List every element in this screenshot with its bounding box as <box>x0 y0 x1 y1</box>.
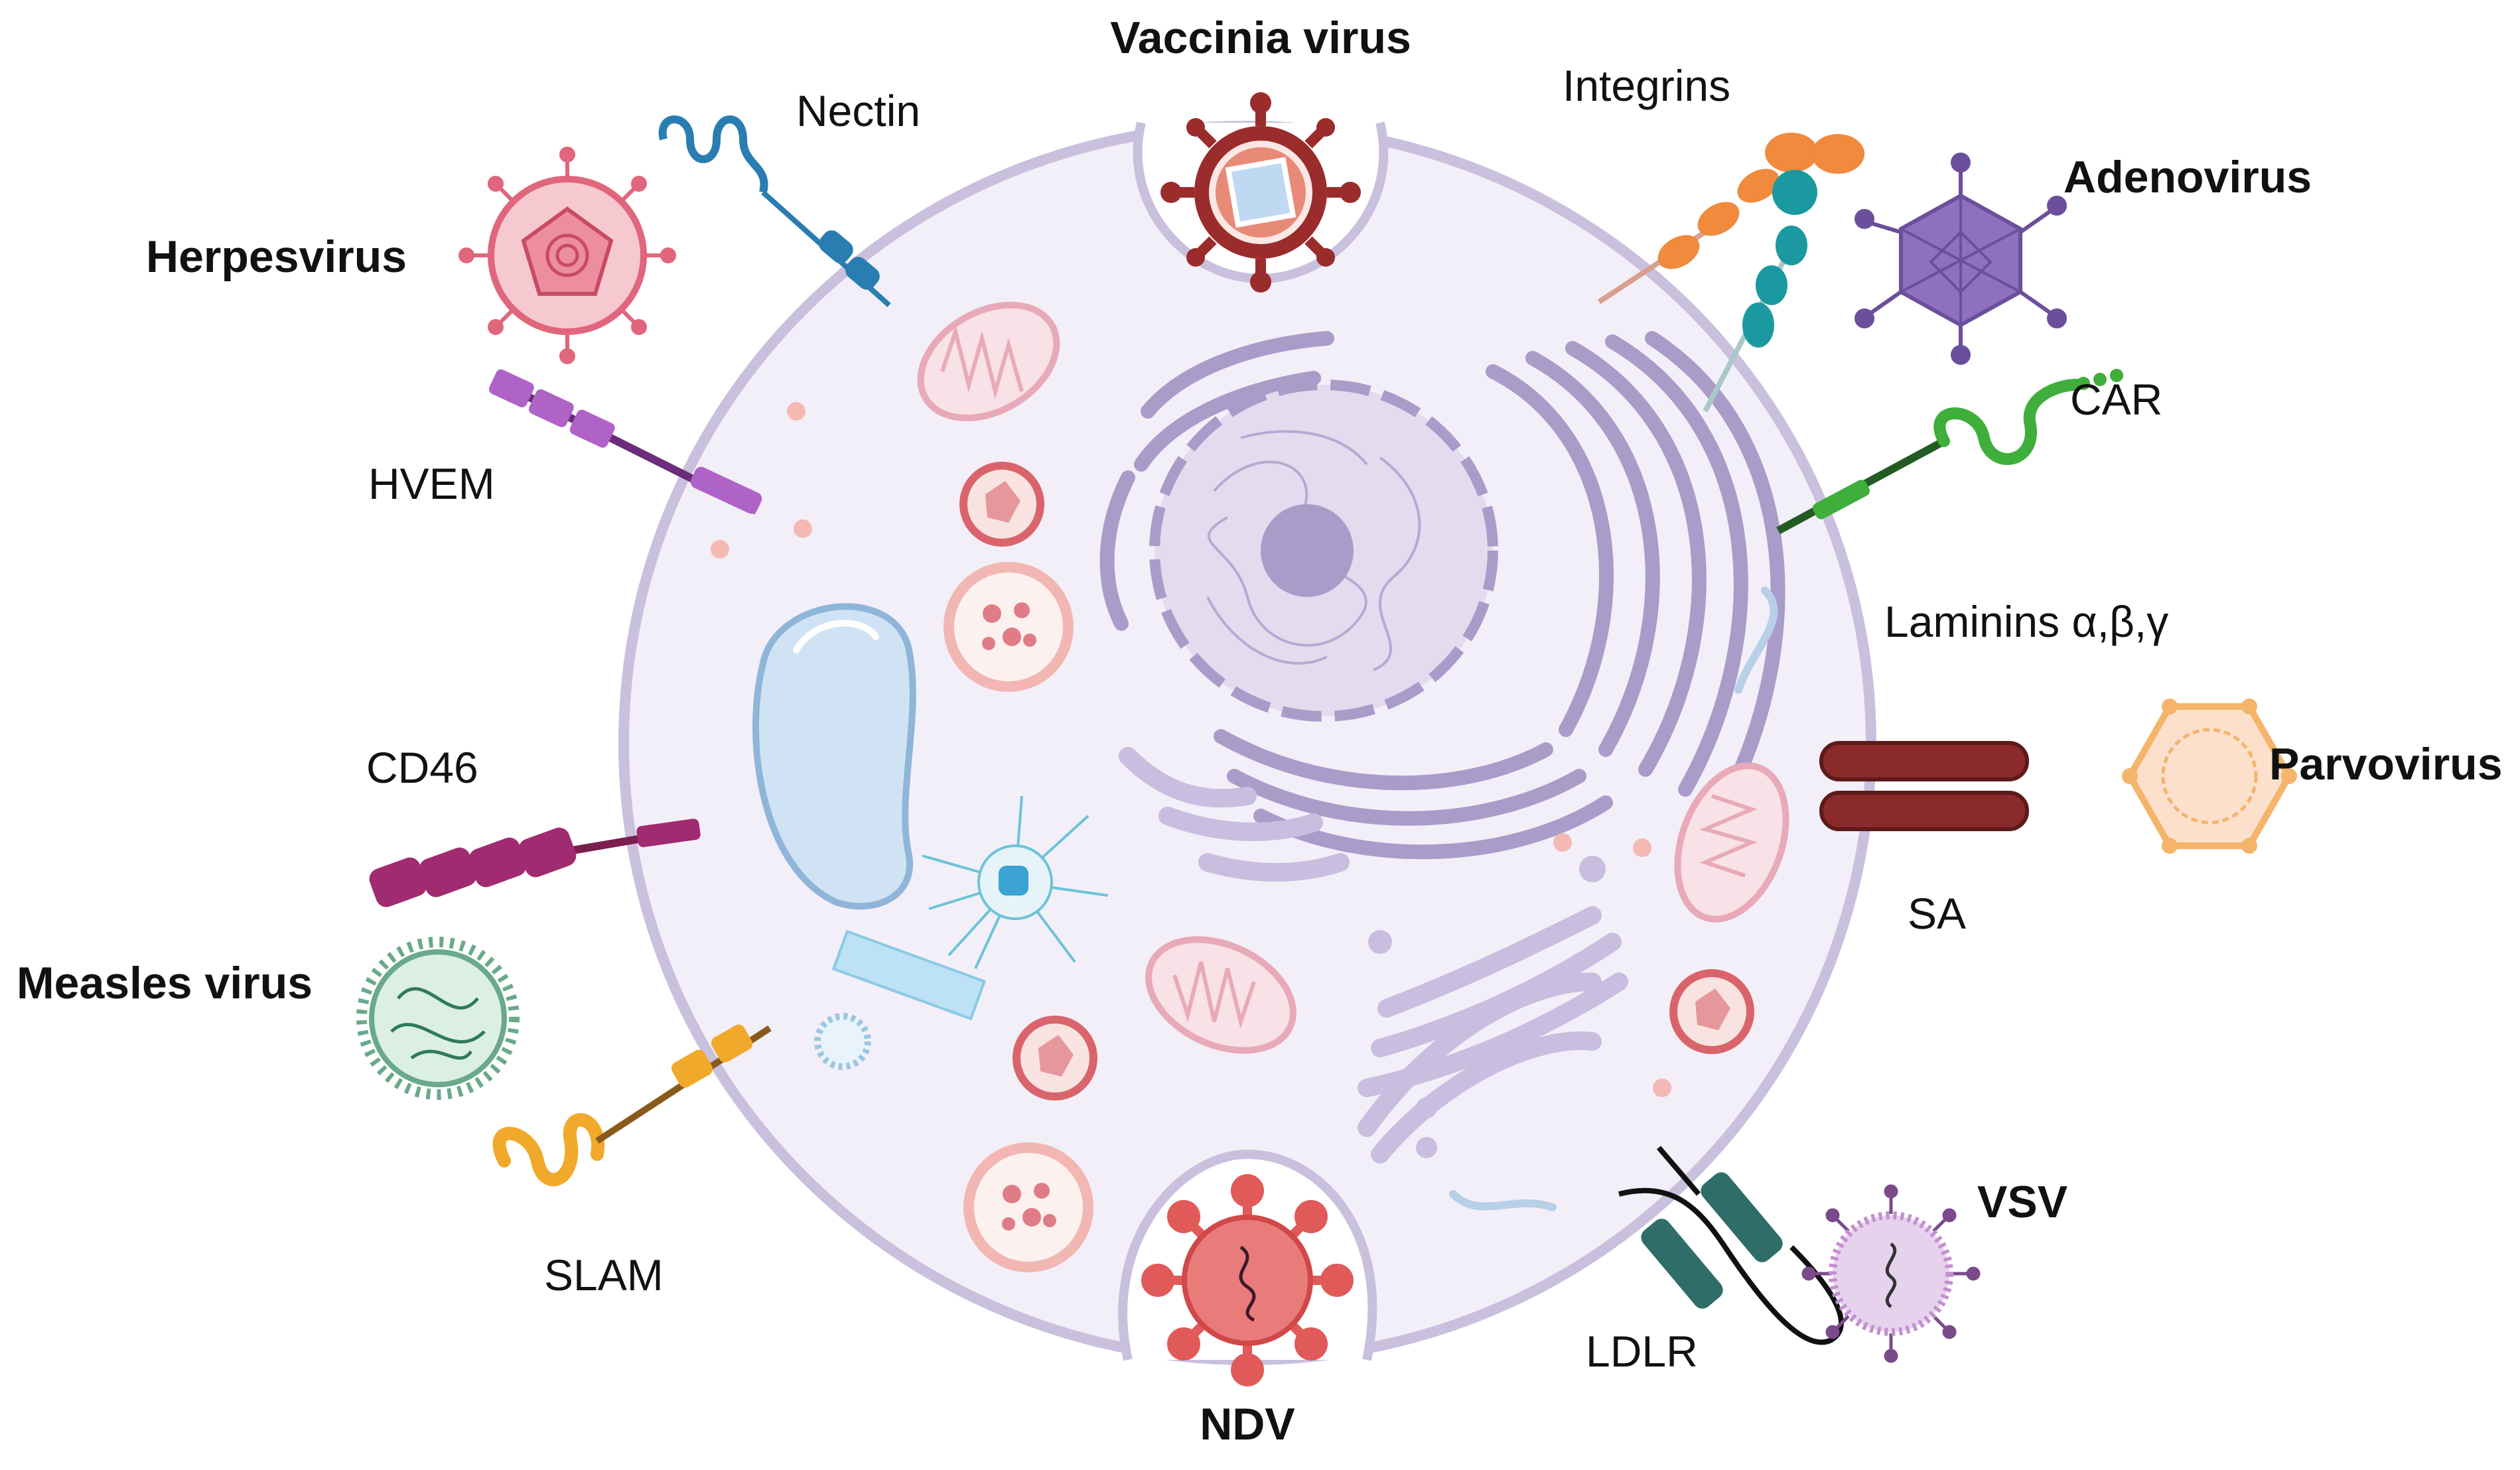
herpesvirus-icon <box>458 147 676 364</box>
ndv-icon <box>1141 1174 1354 1386</box>
cytoplasm-filaments <box>1449 586 1778 1211</box>
label-ldlr: LDLR <box>1586 1327 1698 1376</box>
label-slam: SLAM <box>544 1250 664 1300</box>
small-vesicles <box>711 402 1671 1097</box>
label-integrins: Integrins <box>1563 61 1730 110</box>
centrosome <box>922 795 1109 969</box>
microtubule <box>814 929 987 1070</box>
cd46-receptor <box>369 819 701 907</box>
nectin-receptor <box>658 115 891 307</box>
sa-receptor <box>1819 741 2029 831</box>
lysosomes <box>944 462 1754 1272</box>
label-hvem: HVEM <box>368 459 495 508</box>
car-receptor <box>1776 369 2123 535</box>
vsv-icon <box>1801 1184 1981 1363</box>
label-vaccinia-virus: Vaccinia virus <box>1110 13 1411 63</box>
golgi-vesicles <box>1368 856 1606 1158</box>
label-vsv: VSV <box>1977 1177 2067 1227</box>
ldlr-receptor <box>1618 1146 1844 1345</box>
label-cd46: CD46 <box>366 743 478 792</box>
label-car: CAR <box>2070 375 2162 424</box>
nucleus-complex <box>1099 331 1785 860</box>
label-sa: SA <box>1908 889 1966 938</box>
rough-er <box>1099 331 1785 860</box>
adenovirus-icon <box>1855 153 2067 365</box>
label-parvovirus: Parvovirus <box>2269 739 2503 789</box>
measles-virus-icon <box>356 937 520 1100</box>
slam-receptor <box>492 1024 772 1187</box>
label-laminins: Laminins α,β,γ <box>1884 597 2168 646</box>
chromatin <box>1206 430 1421 671</box>
label-measles-virus: Measles virus <box>17 958 313 1008</box>
label-herpesvirus: Herpesvirus <box>146 232 407 282</box>
nucleolus <box>1261 504 1354 597</box>
vacuole <box>752 603 916 910</box>
label-ndv: NDV <box>1200 1399 1295 1449</box>
label-nectin: Nectin <box>796 86 920 135</box>
label-adenovirus: Adenovirus <box>2064 152 2312 202</box>
mitochondria-cristae <box>940 324 1758 1029</box>
hvem-receptor <box>488 369 762 515</box>
golgi <box>1119 747 1628 1164</box>
parvovirus-icon <box>2122 699 2297 854</box>
vaccinia-virus-icon <box>1160 92 1361 293</box>
integrins-receptor <box>1597 133 1864 413</box>
